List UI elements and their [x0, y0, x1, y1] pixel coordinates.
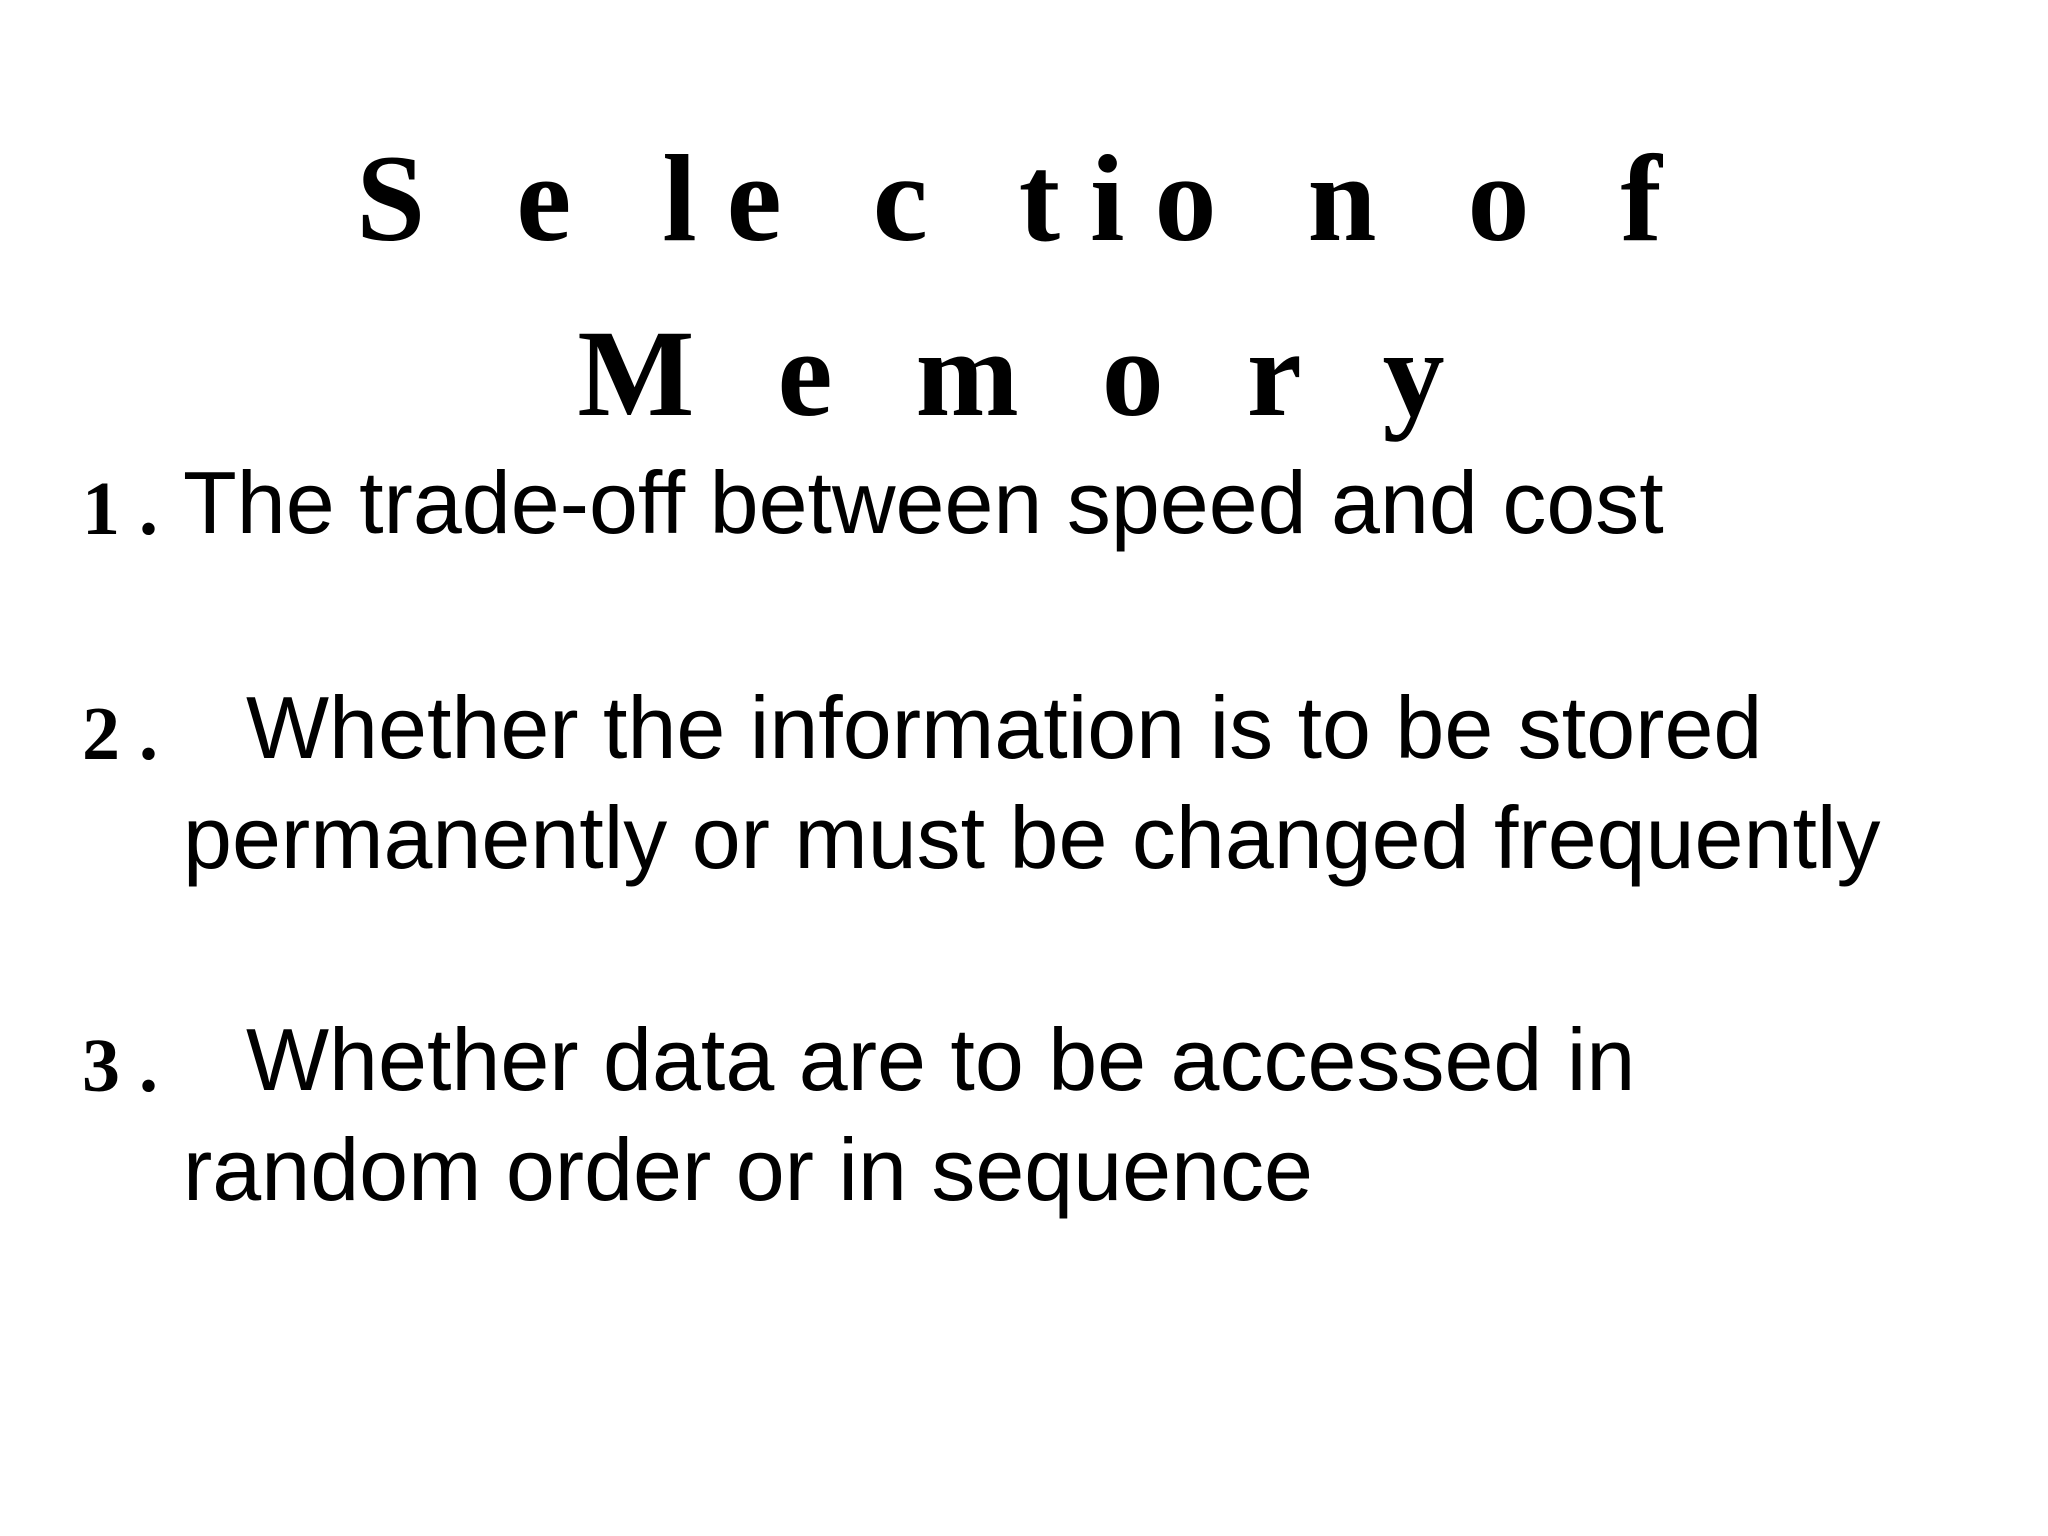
list-item-number: 2 . [82, 692, 158, 776]
list-item-3: 3 . Whether data are to be accessed in r… [0, 1012, 2048, 1312]
slide-title-line-2: M e m o r y [577, 305, 1471, 442]
list-item-number: 1 . [82, 467, 158, 551]
slide-title-line-1: S e le c tio n o f [356, 130, 1692, 267]
list-item-text: Whether the information is to be stored [246, 678, 1763, 777]
list-item-text-continued: random order or in sequence [183, 1120, 1313, 1219]
list-item-1: 1 . The trade-off between speed and cost [0, 455, 2048, 755]
list-item-text: The trade-off between speed and cost [183, 453, 1664, 552]
list-item-text: Whether data are to be accessed in [246, 1010, 1636, 1109]
list-item-2: 2 . Whether the information is to be sto… [0, 680, 2048, 980]
list-item-number: 3 . [82, 1024, 158, 1108]
list-item-text-continued: permanently or must be changed frequentl… [183, 788, 1881, 887]
